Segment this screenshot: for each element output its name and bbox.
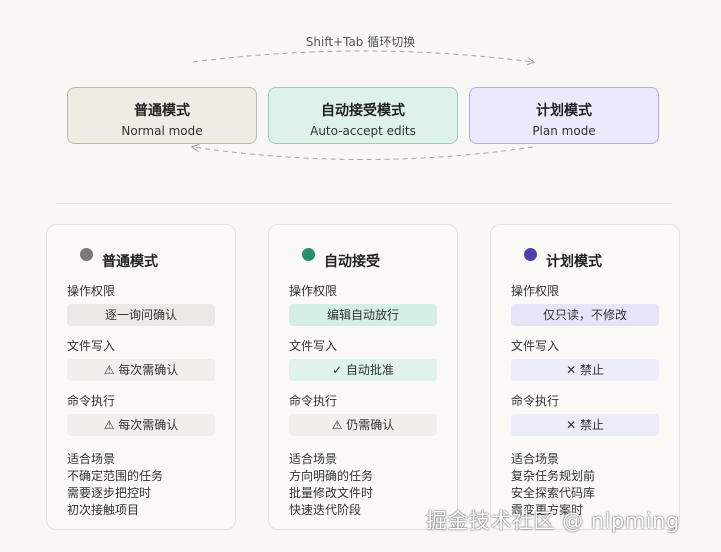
permission-value: 仅只读，不修改 xyxy=(511,304,659,326)
mode-box-normal: 普通模式 Normal mode xyxy=(67,87,257,144)
use-cases-label: 适合场景 xyxy=(289,452,338,466)
permission-label: 操作权限 xyxy=(511,284,560,298)
command-exec-label: 命令执行 xyxy=(289,394,338,408)
use-case-item: 批量修改文件时 xyxy=(289,486,374,500)
mode-color-dot xyxy=(80,248,93,261)
use-cases-label: 适合场景 xyxy=(67,452,116,466)
card-title: 计划模式 xyxy=(546,254,602,270)
command-exec-label: 命令执行 xyxy=(511,394,560,408)
mode-subtitle: Auto-accept edits xyxy=(310,124,416,138)
mode-cycle-diagram: Shift+Tab 循环切换 普通模式 Normal mode 自动接受模式 A… xyxy=(0,0,721,190)
permission-label: 操作权限 xyxy=(289,284,338,298)
mode-color-dot xyxy=(524,248,537,261)
use-case-item: 安全探索代码库 xyxy=(511,486,596,500)
card-normal-mode: 普通模式 操作权限 逐一询问确认 文件写入 ⚠ 每次需确认 命令执行 ⚠ 每次需… xyxy=(46,224,236,530)
watermark: 掘金技术社区 @ nlpming xyxy=(426,509,680,533)
use-case-item: 方向明确的任务 xyxy=(289,469,374,483)
file-write-label: 文件写入 xyxy=(67,339,116,353)
use-case-item: 快速迭代阶段 xyxy=(289,503,362,517)
cycle-arrows xyxy=(0,50,721,160)
permission-label: 操作权限 xyxy=(67,284,116,298)
mode-subtitle: Plan mode xyxy=(532,124,596,138)
card-plan-mode: 计划模式 操作权限 仅只读，不修改 文件写入 ✕ 禁止 命令执行 ✕ 禁止 适合… xyxy=(490,224,680,530)
file-write-value: ⚠ 每次需确认 xyxy=(67,359,215,381)
command-exec-label: 命令执行 xyxy=(67,394,116,408)
use-case-item: 复杂任务规划前 xyxy=(511,469,596,483)
mode-box-auto-accept: 自动接受模式 Auto-accept edits xyxy=(268,87,458,144)
use-cases: 适合场景 复杂任务规划前 安全探索代码库 需变更方案时 xyxy=(511,451,595,519)
command-exec-value: ⚠ 仍需确认 xyxy=(289,414,437,436)
card-auto-accept-mode: 自动接受 操作权限 编辑自动放行 文件写入 ✓ 自动批准 命令执行 ⚠ 仍需确认… xyxy=(268,224,458,530)
return-cycle-arrow xyxy=(193,147,534,160)
file-write-value: ✕ 禁止 xyxy=(511,359,659,381)
mode-subtitle: Normal mode xyxy=(121,124,203,138)
use-case-item: 需变更方案时 xyxy=(511,503,584,517)
mode-color-dot xyxy=(302,248,315,261)
use-case-item: 不确定范围的任务 xyxy=(67,469,164,483)
permission-value: 编辑自动放行 xyxy=(289,304,437,326)
use-cases: 适合场景 不确定范围的任务 需要逐步把控时 初次接触项目 xyxy=(67,451,163,519)
card-title: 自动接受 xyxy=(324,254,380,270)
mode-title: 普通模式 xyxy=(134,103,190,119)
mode-title: 计划模式 xyxy=(536,103,592,119)
cycle-shortcut-label: Shift+Tab 循环切换 xyxy=(305,35,416,49)
permission-value: 逐一询问确认 xyxy=(67,304,215,326)
file-write-value: ✓ 自动批准 xyxy=(289,359,437,381)
command-exec-value: ✕ 禁止 xyxy=(511,414,659,436)
mode-title: 自动接受模式 xyxy=(321,103,405,119)
mode-box-plan: 计划模式 Plan mode xyxy=(469,87,659,144)
use-cases-label: 适合场景 xyxy=(511,452,560,466)
command-exec-value: ⚠ 每次需确认 xyxy=(67,414,215,436)
file-write-label: 文件写入 xyxy=(511,339,560,353)
section-divider xyxy=(56,203,672,204)
use-cases: 适合场景 方向明确的任务 批量修改文件时 快速迭代阶段 xyxy=(289,451,373,519)
forward-cycle-arrow xyxy=(192,50,533,62)
card-title: 普通模式 xyxy=(102,254,158,270)
use-case-item: 需要逐步把控时 xyxy=(67,486,152,500)
file-write-label: 文件写入 xyxy=(289,339,338,353)
use-case-item: 初次接触项目 xyxy=(67,503,140,517)
